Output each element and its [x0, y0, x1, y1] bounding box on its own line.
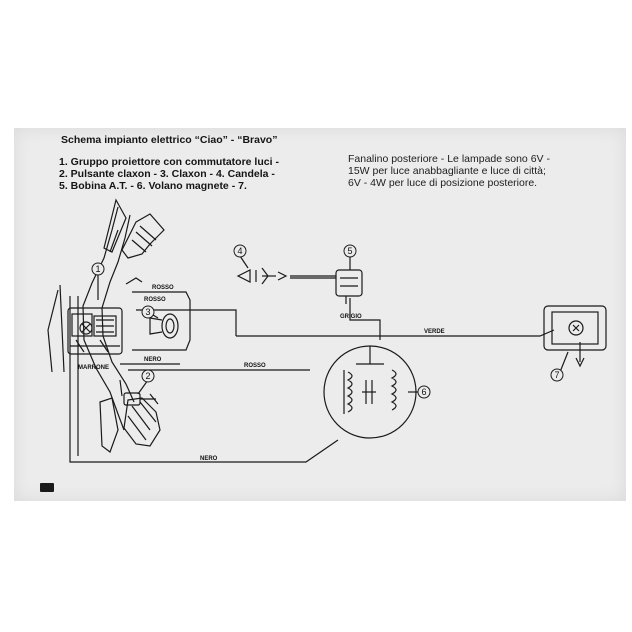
page-corner-mark [40, 483, 54, 492]
callout-markers [91, 244, 564, 399]
callout-leaders [97, 255, 569, 395]
callout-1: 1 [95, 264, 100, 274]
legend-right-line-2: 15W per luce anabbagliante e luce di cit… [348, 165, 546, 177]
legend-right-line-1: Fanalino posteriore - Le lampade sono 6V… [348, 153, 550, 165]
horn [149, 313, 179, 339]
handlebar [47, 206, 191, 431]
wire-label-rosso-2: ROSSO [144, 297, 166, 303]
legend-line-3: 5. Bobina A.T. - 6. Volano magnete - 7. [59, 180, 247, 192]
wire-label-marrone: MARRONE [78, 365, 109, 371]
horn-button [123, 392, 159, 406]
wire-label-rosso-1: ROSSO [152, 285, 174, 291]
callout-4: 4 [237, 246, 242, 256]
legend-line-2: 2. Pulsante claxon - 3. Claxon - 4. Cand… [59, 168, 275, 180]
headlamp-switch-assembly [67, 307, 123, 355]
callout-5: 5 [347, 246, 352, 256]
callout-2: 2 [145, 371, 150, 381]
lower-grip [99, 379, 161, 453]
wire-label-nero-1: NERO [144, 357, 162, 363]
diagram-title: Schema impianto elettrico “Ciao” - “Brav… [61, 134, 278, 146]
wire-label-nero-2: NERO [200, 456, 218, 462]
wire-label-rosso-3: ROSSO [244, 363, 266, 369]
callout-6: 6 [421, 387, 426, 397]
flywheel-magneto [323, 345, 417, 439]
upper-grip [103, 198, 165, 259]
callout-3: 3 [145, 307, 150, 317]
legend-line-1: 1. Gruppo proiettore con commutatore luc… [59, 156, 279, 168]
wiring-diagram-sheet [14, 128, 626, 501]
wire-label-verde: VERDE [424, 329, 445, 335]
wire-label-grigio: GRIGIO [340, 314, 362, 320]
legend-right-line-3: 6V - 4W per luce di posizione posteriore… [348, 177, 538, 189]
callout-7: 7 [554, 370, 559, 380]
ignition-coil [335, 269, 363, 304]
wires [69, 275, 555, 463]
spark-plug [236, 267, 288, 285]
tail-light [543, 305, 607, 368]
